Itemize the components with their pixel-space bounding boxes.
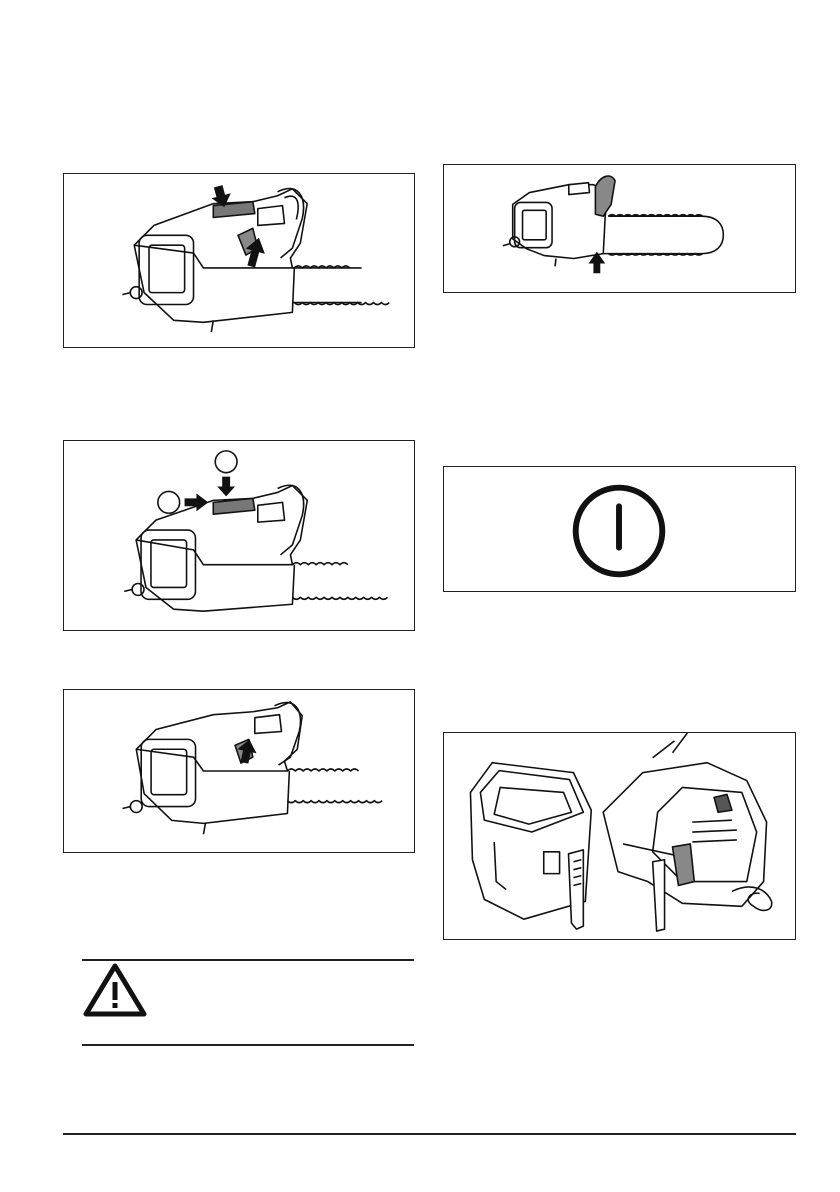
battery-illustration — [444, 733, 795, 939]
figure-chainsaw-brake-release — [63, 173, 415, 348]
chainsaw-illustration — [444, 165, 795, 292]
chainsaw-illustration — [64, 441, 414, 630]
page-bottom-rule — [63, 1133, 796, 1135]
warning-block — [82, 962, 414, 1044]
warning-triangle-icon — [82, 962, 148, 1018]
figure-chainsaw-trigger — [63, 689, 415, 853]
power-icon — [444, 467, 795, 591]
figure-chainsaw-two-step-start — [63, 440, 415, 631]
warning-rule-top — [82, 959, 414, 961]
figure-chainsaw-chain-brake — [443, 164, 796, 293]
chainsaw-illustration — [64, 174, 414, 347]
chainsaw-illustration — [64, 690, 414, 852]
figure-power-symbol — [443, 466, 796, 592]
warning-rule-bottom — [82, 1044, 414, 1046]
figure-battery-removal — [443, 732, 796, 940]
